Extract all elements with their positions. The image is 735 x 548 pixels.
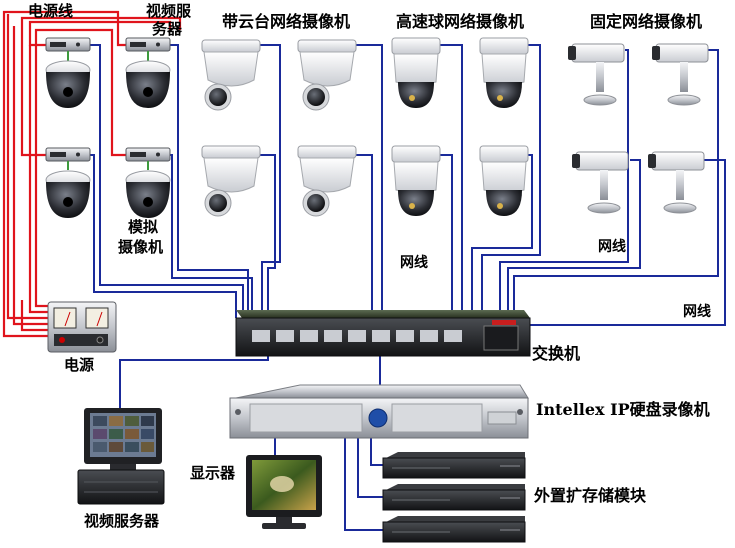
box-camera-icon [652,43,709,106]
power-cable-label: 电源线 [28,2,74,20]
switch-icon [235,310,531,357]
ptz-camera-icon [297,39,357,111]
switch-label: 交换机 [532,344,581,363]
video-server-top-label-line2: 务器 [152,20,183,38]
box-camera-icon [648,151,705,214]
analog-camera-label-line2: 摄像机 [118,238,164,256]
speed-dome-icon [391,37,441,108]
dome-camera-icon [125,60,171,108]
ptz-cameras-label: 带云台网络摄像机 [222,12,351,31]
analog-camera-label-line1: 模拟 [128,218,159,236]
network-cable-label-1: 网线 [400,255,428,271]
dome-camera-icon [45,170,91,218]
storage-module-icon [382,484,526,511]
monitor-icon [246,455,322,529]
video-server-top-label-line1: 视频服 [146,2,192,20]
box-camera-icon [572,151,629,214]
power-supply-icon [47,301,117,353]
power-supply-label: 电源 [64,356,95,374]
workstation-icon [77,408,165,505]
network-cable-lines [88,44,726,531]
ptz-camera-icon [201,145,261,217]
external-storage-label: 外置扩存储模块 [534,486,647,505]
ptz-camera-icon [201,39,261,111]
monitor-label: 显示器 [190,464,236,482]
ptz-camera-icon [297,145,357,217]
network-cable-label-3: 网线 [683,304,711,320]
speed-dome-icon [391,145,441,216]
box-camera-icon [568,43,625,106]
dvr-icon [229,384,529,439]
speed-dome-icon [479,37,529,108]
dome-camera-icon [45,60,91,108]
video-server-bottom-label: 视频服务器 [84,512,160,530]
encoder-icon [125,37,171,52]
encoder-icon [45,37,91,52]
dome-camera-icon [125,170,171,218]
encoder-icon [125,147,171,162]
storage-module-icon [382,516,526,543]
speed-dome-cameras-label: 高速球网络摄像机 [396,12,525,31]
fixed-cameras-label: 固定网络摄像机 [590,12,703,31]
dvr-label: Intellex IP硬盘录像机 [536,400,710,419]
power-cable-lines [2,10,182,338]
encoder-icon [45,147,91,162]
storage-module-icon [382,452,526,479]
speed-dome-icon [479,145,529,216]
network-cable-label-2: 网线 [598,239,626,255]
